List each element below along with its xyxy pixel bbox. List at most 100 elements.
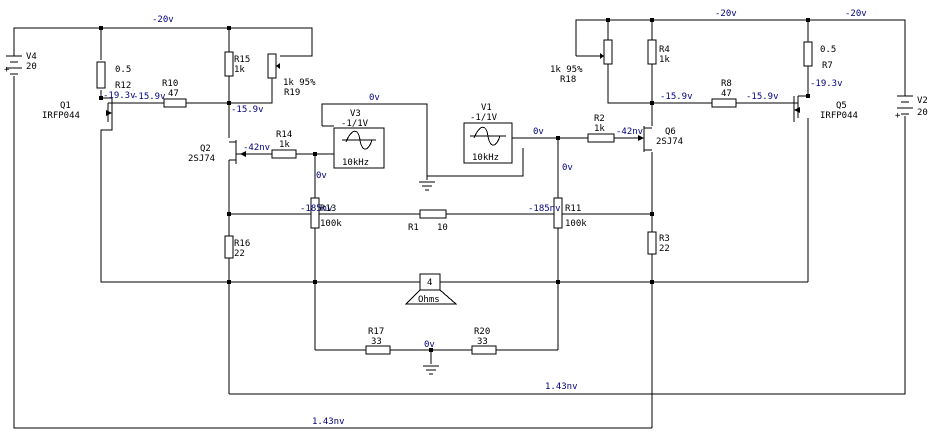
component-labels: V4 20 V2 20 0.5 R12 0.5 R7 R10 47 R8 47 …: [26, 45, 928, 347]
r15-name: R15: [234, 55, 250, 65]
q2-value: 2SJ74: [188, 154, 215, 164]
r7-value: 0.5: [820, 45, 836, 55]
r3-value: 22: [659, 244, 670, 254]
junction-dots: [99, 18, 810, 352]
r8-name: R8: [721, 79, 732, 89]
v4-value: 20: [26, 62, 37, 72]
q6-name: Q6: [665, 127, 676, 137]
r10-name: R10: [162, 79, 178, 89]
v1-box: [463, 122, 513, 164]
net-q2-drain: -15.9v: [231, 105, 264, 115]
q1-value: IRFP044: [42, 111, 80, 121]
r16-body: [224, 235, 234, 259]
r12-value: 0.5: [115, 65, 131, 75]
q2-name: Q2: [200, 144, 211, 154]
r7-body: [803, 41, 813, 67]
net-q5-gate: -15.9v: [746, 92, 779, 102]
r2-body: [587, 133, 615, 143]
net-r11-top: 0v: [562, 163, 573, 173]
r2-name: R2: [594, 114, 605, 124]
r14-value: 1k: [279, 140, 290, 150]
r2-value: 1k: [594, 124, 605, 134]
net-q1-gate: -15.9v: [133, 92, 166, 102]
r3-body: [647, 231, 657, 255]
r12-name: R12: [115, 81, 131, 91]
r17-name: R17: [368, 327, 384, 337]
r10-value: 47: [168, 89, 179, 99]
r1-value: 10: [437, 223, 448, 233]
component-bodies: + +: [4, 39, 913, 375]
r20-name: R20: [474, 327, 490, 337]
r18-name: R18: [560, 75, 576, 85]
net-top-left-rail: -20v: [152, 15, 174, 25]
r1-body: [419, 209, 447, 219]
r14-body: [271, 149, 297, 159]
r13-value: 100k: [320, 219, 342, 229]
r7-name: R7: [822, 61, 833, 71]
v3-freq: 10kHz: [342, 158, 369, 168]
q6-value: 2SJ74: [656, 137, 683, 147]
v2-value: 20: [917, 108, 928, 118]
r17-value: 33: [371, 337, 382, 347]
r17-body: [365, 345, 391, 355]
r19-value: 1k 95%: [283, 78, 316, 88]
r4-name: R4: [659, 45, 670, 55]
r19-name: R19: [284, 88, 300, 98]
r11-name: R11: [565, 204, 581, 214]
r16-value: 22: [234, 249, 245, 259]
q5-value: IRFP044: [820, 111, 858, 121]
net-q2-gate: -42nv: [243, 143, 270, 153]
r4-value: 1k: [659, 55, 670, 65]
svg-text:+: +: [895, 111, 901, 121]
net-v2-return: 1.43nv: [545, 382, 578, 392]
r11-value: 100k: [565, 219, 587, 229]
net-top-mid-rail: -20v: [715, 9, 737, 19]
r20-value: 33: [477, 337, 488, 347]
v1-value: -1/1V: [470, 113, 498, 123]
r19-body: [267, 53, 277, 79]
v4-name: V4: [26, 52, 37, 62]
net-r13-top: 0v: [316, 171, 327, 181]
v3-name: V3: [350, 109, 361, 119]
wires: [13, 19, 906, 429]
r3-name: R3: [659, 234, 670, 244]
r4-body: [647, 39, 657, 65]
net-v3-node: 0v: [369, 93, 380, 103]
v2-name: V2: [917, 96, 928, 106]
r18-value: 1k 95%: [550, 65, 583, 75]
r11-body: [553, 197, 563, 229]
r13-body: [310, 197, 320, 229]
net-q5-source: -19.3v: [810, 79, 843, 89]
r10-body: [163, 98, 187, 108]
r8-value: 47: [721, 89, 732, 99]
r12-body: [96, 61, 106, 89]
q1-name: Q1: [60, 101, 71, 111]
net-q1-source: -19.3v: [103, 91, 136, 101]
v3-value: -1/1V: [341, 119, 369, 129]
q5-name: Q5: [836, 101, 847, 111]
net-v1-out: 0v: [533, 127, 544, 137]
v1-name: V1: [481, 103, 492, 113]
r16-name: R16: [234, 239, 250, 249]
net-gnd-bottom: 0v: [424, 340, 435, 350]
r8-body: [711, 98, 737, 108]
net-labels: -20v -20v -20v -19.3v -15.9v -15.9v -42n…: [103, 9, 867, 427]
net-v4-return: 1.43nv: [312, 417, 345, 427]
r15-body: [224, 51, 234, 77]
r14-name: R14: [276, 130, 292, 140]
net-q6-gate: -42nv: [616, 127, 643, 137]
speaker-number: 4: [427, 278, 432, 288]
r20-body: [471, 345, 497, 355]
svg-text:+: +: [4, 65, 10, 75]
net-q6-drain: -15.9v: [660, 92, 693, 102]
v1-freq: 10kHz: [472, 153, 499, 163]
net-top-right-rail: -20v: [845, 9, 867, 19]
r13-name: R13: [320, 204, 336, 214]
net-mid-right: -185nv: [528, 204, 561, 214]
r1-name: R1: [408, 223, 419, 233]
r15-value: 1k: [234, 65, 245, 75]
r18-body: [603, 39, 613, 65]
speaker-value: Ohms: [418, 295, 440, 305]
net-mid-left: -185nv: [300, 204, 333, 214]
